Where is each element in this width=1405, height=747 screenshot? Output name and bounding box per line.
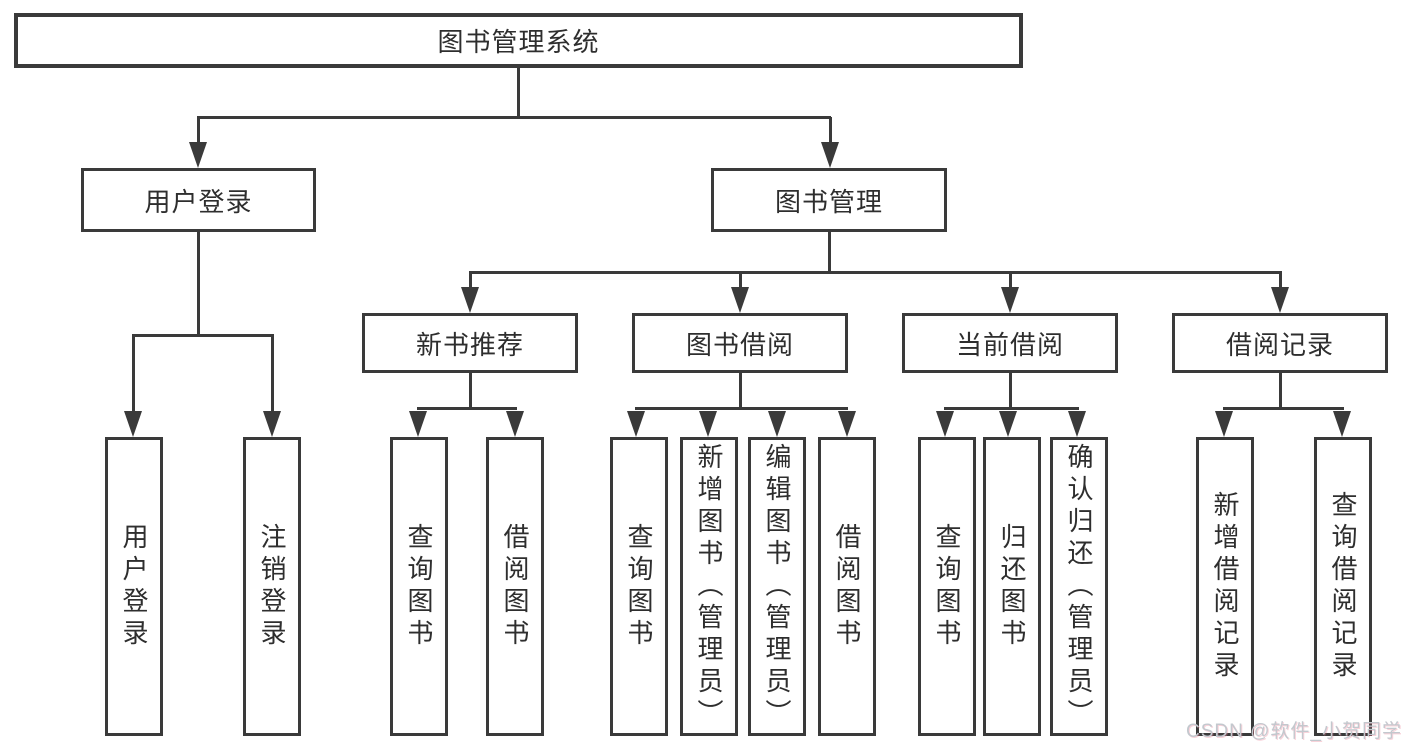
node-label: 图书借阅: [685, 329, 794, 360]
node-label: 借阅记录: [1225, 329, 1334, 360]
connector-line: [469, 270, 1282, 274]
down-arrowhead-icon: [838, 411, 856, 437]
down-arrowhead-icon: [999, 411, 1017, 437]
down-arrowhead-icon: [731, 287, 749, 313]
node-box-leaf-edit-books: 编辑图书（管理员）: [748, 437, 806, 736]
connector-line: [132, 333, 274, 337]
node-box-user-login: 用户登录: [81, 168, 316, 232]
node-label: 归还图书: [997, 522, 1027, 651]
connector-line: [635, 406, 848, 410]
node-box-leaf-add-books: 新增图书（管理员）: [680, 437, 738, 736]
down-arrowhead-icon: [124, 411, 142, 437]
connector-line: [1278, 373, 1282, 410]
connector-line: [944, 406, 1079, 410]
connector-line: [417, 406, 517, 410]
node-box-leaf-borrow-books-1: 借阅图书: [486, 437, 544, 736]
connector-line: [1223, 406, 1344, 410]
watermark: CSDN @软件_小贺同学: [1186, 721, 1402, 742]
down-arrowhead-icon: [768, 411, 786, 437]
down-arrowhead-icon: [1271, 287, 1289, 313]
connector-line: [1008, 373, 1012, 410]
down-arrowhead-icon: [699, 411, 717, 437]
connector-line: [270, 335, 274, 416]
node-label: 查询图书: [404, 522, 434, 651]
node-label: 当前借阅: [955, 329, 1064, 360]
node-label: 借阅图书: [832, 522, 862, 651]
node-label: 注销登录: [257, 522, 287, 651]
node-box-current-borrowing: 当前借阅: [902, 313, 1118, 373]
down-arrowhead-icon: [1215, 411, 1233, 437]
node-box-leaf-return-books: 归还图书: [983, 437, 1041, 736]
connector-line: [468, 272, 472, 292]
node-label: 图书管理系统: [437, 27, 600, 57]
node-label: 新书推荐: [415, 329, 524, 360]
node-label: 借阅图书: [500, 522, 530, 651]
node-label: 新增图书（管理员）: [694, 442, 724, 731]
node-label: 新增借阅记录: [1210, 490, 1240, 683]
down-arrowhead-icon: [263, 411, 281, 437]
connector-line: [1008, 272, 1012, 292]
node-box-leaf-query-books-1: 查询图书: [390, 437, 448, 736]
node-box-leaf-query-books-3: 查询图书: [918, 437, 976, 736]
connector-line: [196, 117, 200, 148]
down-arrowhead-icon: [461, 287, 479, 313]
node-label: 查询图书: [932, 522, 962, 651]
down-arrowhead-icon: [821, 142, 839, 168]
connector-line: [131, 335, 135, 416]
node-label: 查询借阅记录: [1328, 490, 1358, 683]
node-label: 编辑图书（管理员）: [762, 442, 792, 731]
connector-line: [196, 232, 200, 337]
node-label: 查询图书: [624, 522, 654, 651]
connector-line: [738, 373, 742, 410]
node-box-leaf-query-books-2: 查询图书: [610, 437, 668, 736]
down-arrowhead-icon: [1001, 287, 1019, 313]
node-box-book-borrowing: 图书借阅: [632, 313, 848, 373]
node-box-leaf-user-login: 用户登录: [105, 437, 163, 736]
down-arrowhead-icon: [1333, 411, 1351, 437]
node-label: 图书管理: [774, 186, 883, 217]
node-box-book-management: 图书管理: [711, 168, 947, 232]
connector-line: [516, 66, 520, 119]
node-box-leaf-borrow-books-2: 借阅图书: [818, 437, 876, 736]
node-box-root-system: 图书管理系统: [14, 13, 1023, 68]
connector-line: [197, 115, 831, 119]
node-box-leaf-add-borrow-rec: 新增借阅记录: [1196, 437, 1254, 736]
down-arrowhead-icon: [506, 411, 524, 437]
node-label: 确认归还（管理员）: [1064, 442, 1094, 731]
down-arrowhead-icon: [936, 411, 954, 437]
node-box-new-book-recommend: 新书推荐: [362, 313, 578, 373]
connector-line: [828, 117, 832, 148]
node-box-leaf-query-borrow-rec: 查询借阅记录: [1314, 437, 1372, 736]
connector-line: [827, 232, 831, 274]
down-arrowhead-icon: [1068, 411, 1086, 437]
down-arrowhead-icon: [189, 142, 207, 168]
connector-line: [468, 373, 472, 410]
node-label: 用户登录: [119, 522, 149, 651]
connector-line: [1278, 272, 1282, 292]
node-box-leaf-confirm-return: 确认归还（管理员）: [1050, 437, 1108, 736]
node-box-leaf-logout: 注销登录: [243, 437, 301, 736]
node-label: 用户登录: [144, 186, 253, 217]
connector-line: [738, 272, 742, 292]
down-arrowhead-icon: [627, 411, 645, 437]
down-arrowhead-icon: [409, 411, 427, 437]
node-box-borrowing-records: 借阅记录: [1172, 313, 1388, 373]
